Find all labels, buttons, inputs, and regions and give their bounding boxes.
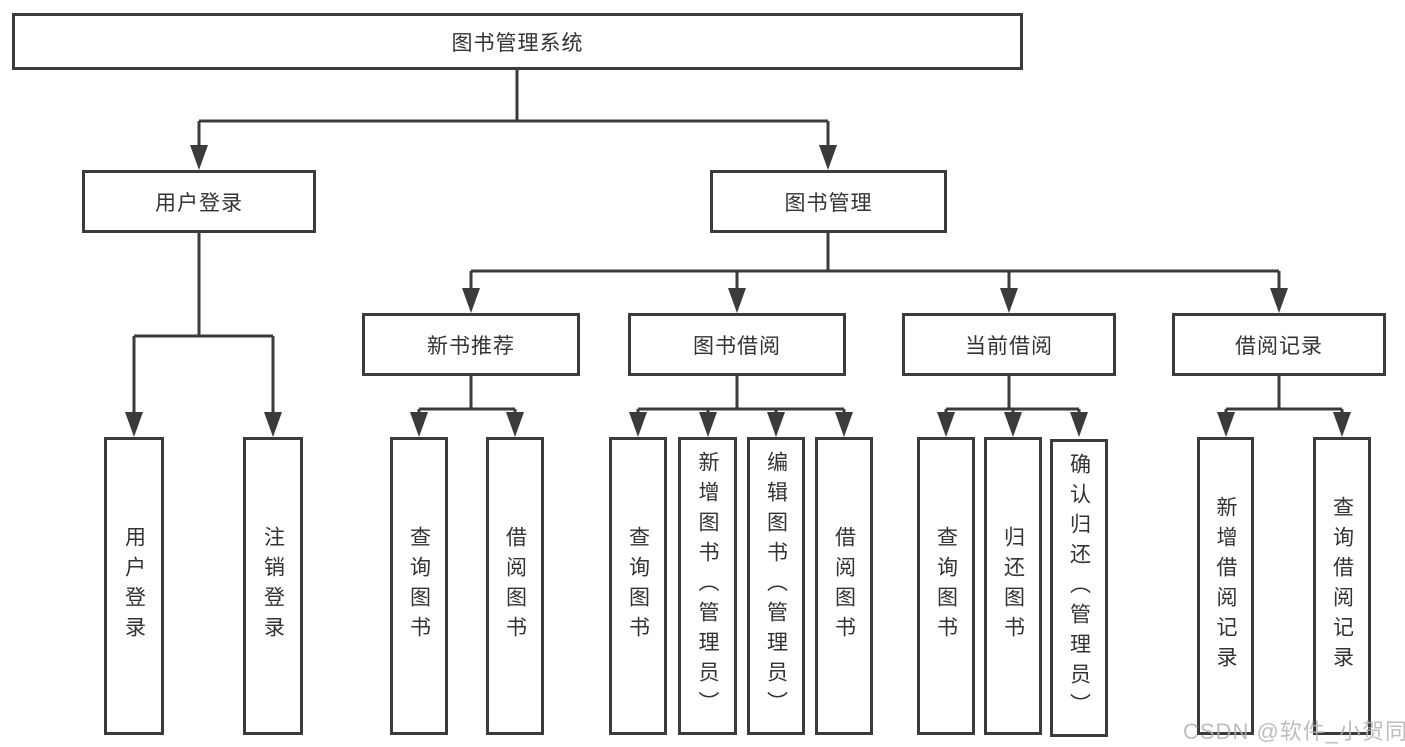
node-book-borrowing: 图书借阅 [628, 313, 846, 376]
node-book-management-label: 图书管理 [784, 191, 873, 215]
node-current-borrowing-label: 当前借阅 [965, 334, 1053, 358]
csdn-watermark: CSDN @软件_小贺同学 [1183, 719, 1405, 744]
leaf-user-login-label: 用户登录 [122, 526, 146, 646]
node-new-book-recommend: 新书推荐 [362, 313, 580, 376]
leaf-edit-books-admin: 编辑图书（管理员） [747, 437, 805, 735]
leaf-query-books-borrow-label: 查询图书 [626, 526, 650, 646]
leaf-add-books-admin-label: 新增图书（管理员） [696, 451, 719, 721]
leaf-edit-books-admin-label: 编辑图书（管理员） [764, 451, 788, 721]
leaf-borrow-books-label: 借阅图书 [832, 526, 856, 646]
leaf-query-books-current-label: 查询图书 [934, 526, 958, 646]
leaf-confirm-return-admin: 确认归还（管理员） [1050, 439, 1108, 737]
node-root-label: 图书管理系统 [451, 31, 584, 55]
leaf-query-books-recommend-label: 查询图书 [407, 526, 431, 646]
leaf-query-books-recommend: 查询图书 [390, 437, 448, 735]
node-book-borrowing-label: 图书借阅 [693, 334, 781, 358]
leaf-query-books-current: 查询图书 [917, 437, 975, 735]
node-user-login: 用户登录 [82, 170, 316, 233]
node-user-login-label: 用户登录 [155, 191, 243, 215]
leaf-return-books-label: 归还图书 [1001, 526, 1025, 646]
leaf-borrow-books-recommend-label: 借阅图书 [503, 526, 527, 646]
arrowheads [125, 145, 1351, 437]
leaf-add-borrow-record-label: 新增借阅记录 [1214, 496, 1237, 676]
node-borrowing-records: 借阅记录 [1172, 313, 1386, 376]
node-new-book-recommend-label: 新书推荐 [427, 334, 515, 358]
leaf-query-borrow-record-label: 查询借阅记录 [1330, 496, 1354, 676]
leaf-query-books-borrow: 查询图书 [609, 437, 667, 735]
leaf-return-books: 归还图书 [984, 437, 1042, 735]
leaf-query-borrow-record: 查询借阅记录 [1313, 437, 1371, 735]
node-root: 图书管理系统 [12, 13, 1023, 70]
leaf-logout: 注销登录 [243, 437, 303, 735]
leaf-logout-label: 注销登录 [261, 526, 285, 646]
node-borrowing-records-label: 借阅记录 [1235, 334, 1323, 358]
leaf-confirm-return-admin-label: 确认归还（管理员） [1067, 453, 1091, 723]
leaf-borrow-books: 借阅图书 [815, 437, 873, 735]
node-book-management: 图书管理 [710, 170, 947, 233]
leaf-add-borrow-record: 新增借阅记录 [1197, 437, 1254, 735]
leaf-add-books-admin: 新增图书（管理员） [678, 437, 737, 735]
leaf-user-login: 用户登录 [104, 437, 164, 735]
node-current-borrowing: 当前借阅 [902, 313, 1116, 376]
leaf-borrow-books-recommend: 借阅图书 [486, 437, 544, 735]
